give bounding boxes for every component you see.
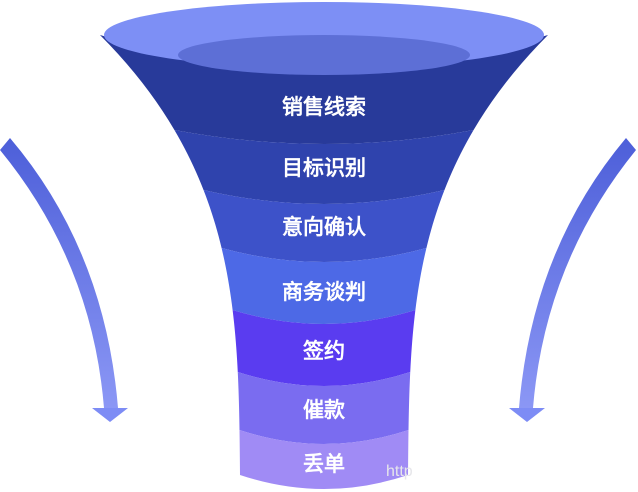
funnel-stage-5 bbox=[232, 310, 416, 386]
stage-label-5: 签约 bbox=[302, 339, 345, 363]
stage-label-6: 催款 bbox=[303, 398, 346, 422]
watermark: http bbox=[386, 463, 413, 480]
funnel-labels: 销售线索 目标识别 意向确认 商务谈判 签约 催款 丢单 bbox=[282, 95, 366, 476]
funnel-stage-6 bbox=[237, 372, 411, 444]
stage-label-7: 丢单 bbox=[303, 452, 345, 476]
funnel-stage-7 bbox=[239, 430, 409, 489]
stage-label-2: 目标识别 bbox=[282, 156, 366, 180]
right-down-arrow-icon bbox=[509, 138, 636, 422]
funnel-stage-3 bbox=[203, 190, 445, 262]
funnel-top-opening bbox=[178, 35, 470, 75]
funnel-stage-4 bbox=[221, 248, 427, 324]
stage-label-1: 销售线索 bbox=[282, 95, 366, 119]
left-down-arrow-icon bbox=[0, 138, 128, 422]
funnel-stage-2 bbox=[174, 130, 474, 204]
stage-label-4: 商务谈判 bbox=[282, 280, 366, 304]
stage-label-3: 意向确认 bbox=[282, 215, 366, 239]
